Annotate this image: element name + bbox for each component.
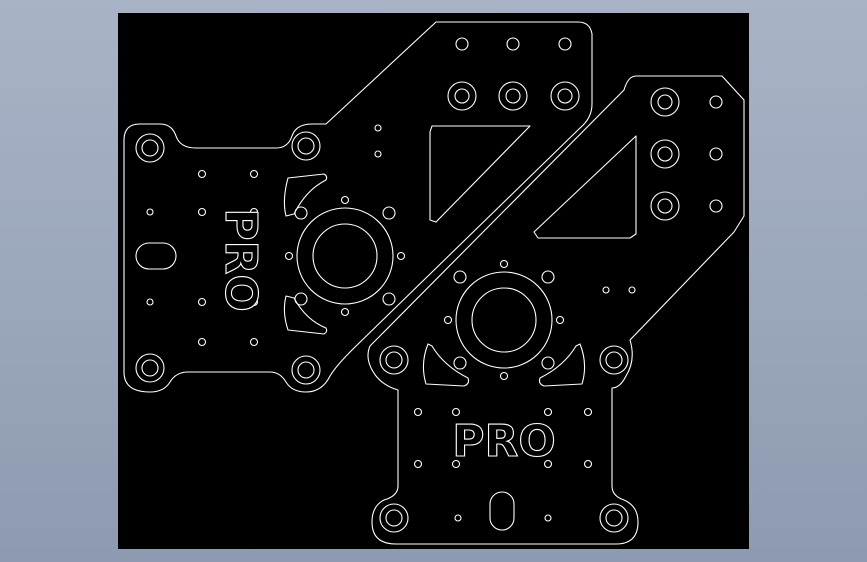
mount-hole-ring xyxy=(135,353,165,383)
mount-hole-ring xyxy=(291,355,321,385)
arm-hole xyxy=(455,37,469,51)
trapezoid-cutout xyxy=(429,125,531,223)
arm-hole-ring xyxy=(498,81,528,111)
small-hole xyxy=(197,337,207,347)
mount-hole-ring xyxy=(599,345,629,375)
bearing-bolt-hole xyxy=(284,251,294,261)
arm-hole xyxy=(506,37,520,51)
arm-hole xyxy=(558,37,572,51)
arm-hole xyxy=(657,146,673,162)
bearing-outer xyxy=(455,271,553,369)
crescent-cutout xyxy=(283,295,328,335)
bearing-bolt-hole xyxy=(453,270,467,284)
bearing-bolt-hole xyxy=(443,315,453,325)
mount-hole-ring xyxy=(379,345,409,375)
small-hole xyxy=(249,169,259,179)
mount-hole xyxy=(385,509,403,527)
small-hole xyxy=(583,407,593,417)
bearing-inner xyxy=(471,287,537,353)
small-hole xyxy=(451,459,461,469)
bearing-bolt-hole xyxy=(396,251,406,261)
bearing-bolt-hole xyxy=(382,292,396,306)
small-hole xyxy=(249,337,259,347)
small-hole xyxy=(197,169,207,179)
small-hole xyxy=(544,514,552,522)
arm-hole xyxy=(709,95,723,109)
bearing-bolt-hole xyxy=(340,195,350,205)
small-hole xyxy=(454,514,462,522)
bearing-bolt-hole xyxy=(541,270,555,284)
bearing-bolt-hole xyxy=(453,356,467,370)
left-plate-outline xyxy=(123,21,593,393)
arm-hole-ring xyxy=(550,81,580,111)
mount-hole-ring xyxy=(599,503,629,533)
bearing-bolt-hole xyxy=(340,307,350,317)
small-hole xyxy=(249,297,259,307)
mount-hole-ring xyxy=(379,503,409,533)
left-plate: PRO xyxy=(123,21,593,393)
right-plate-outline xyxy=(367,75,745,545)
bearing-bolt-hole xyxy=(499,371,509,381)
mount-hole-ring xyxy=(291,131,321,161)
bearing-bolt-hole xyxy=(541,356,555,370)
small-hole xyxy=(413,459,423,469)
slot xyxy=(135,242,177,270)
small-hole xyxy=(146,208,154,216)
small-hole xyxy=(583,459,593,469)
mount-hole xyxy=(385,351,403,369)
trapezoid-cutout xyxy=(533,135,637,239)
right-plate: PRO xyxy=(367,75,745,545)
arm-hole xyxy=(709,147,723,161)
small-hole xyxy=(374,124,382,132)
crescent-cutout xyxy=(538,343,586,387)
bearing-outer xyxy=(296,207,394,305)
mount-hole xyxy=(605,509,623,527)
arm-hole xyxy=(657,198,673,214)
arm-hole-ring xyxy=(650,139,680,169)
mount-hole-ring xyxy=(135,133,165,163)
small-hole xyxy=(543,459,553,469)
slot xyxy=(489,491,515,531)
small-hole xyxy=(197,207,207,217)
bearing-bolt-hole xyxy=(382,206,396,220)
small-hole xyxy=(146,298,154,306)
small-hole xyxy=(249,207,259,217)
bearing-bolt-hole xyxy=(499,259,509,269)
mount-hole xyxy=(141,139,159,157)
arm-hole xyxy=(454,88,470,104)
bearing-bolt-hole xyxy=(555,315,565,325)
bearing-inner xyxy=(312,223,378,289)
mount-hole xyxy=(297,361,315,379)
arm-hole-ring xyxy=(650,87,680,117)
arm-hole xyxy=(505,88,521,104)
right-plate-logo: PRO xyxy=(452,416,556,467)
small-hole xyxy=(374,150,382,158)
left-plate-logo: PRO xyxy=(215,208,266,312)
small-hole xyxy=(543,407,553,417)
small-hole xyxy=(413,407,423,417)
small-hole xyxy=(197,297,207,307)
crescent-cutout xyxy=(283,173,328,217)
arm-hole-ring xyxy=(650,191,680,221)
drawing-canvas xyxy=(118,13,749,549)
arm-hole-ring xyxy=(447,81,477,111)
mount-hole xyxy=(297,137,315,155)
mount-hole xyxy=(141,359,159,377)
crescent-cutout xyxy=(422,343,470,387)
arm-hole xyxy=(709,199,723,213)
arm-hole xyxy=(657,94,673,110)
small-hole xyxy=(602,286,610,294)
small-hole xyxy=(451,407,461,417)
mount-hole xyxy=(605,351,623,369)
arm-hole xyxy=(557,88,573,104)
small-hole xyxy=(628,286,636,294)
